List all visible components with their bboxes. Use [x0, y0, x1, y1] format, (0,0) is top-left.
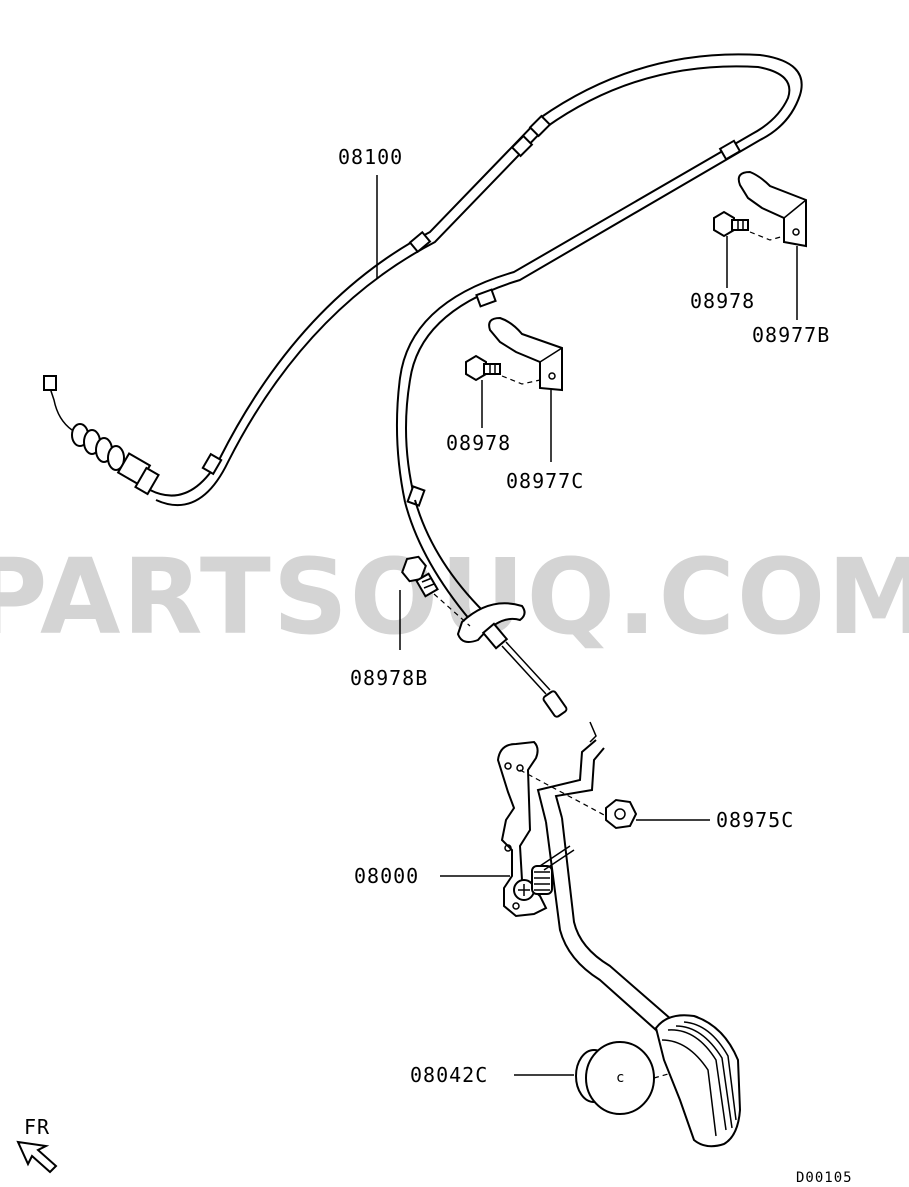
pedal-assembly[interactable] [496, 739, 742, 1148]
label-pedal-stopper: 08042C [410, 1063, 488, 1087]
pedal-stopper[interactable]: c [575, 1041, 655, 1115]
bracket-middle[interactable] [488, 316, 563, 392]
bolt-b[interactable] [400, 553, 439, 598]
watermark: PARTSOUQ.COM [0, 536, 909, 658]
bolt-middle[interactable] [465, 354, 501, 382]
label-bolt-middle: 08978 [446, 431, 511, 455]
nut[interactable] [605, 798, 638, 830]
label-bracket-middle: 08977C [506, 469, 584, 493]
diagram-code: D00105 [796, 1170, 853, 1186]
svg-text:c: c [616, 1070, 625, 1086]
accelerator-cable[interactable] [43, 53, 803, 743]
label-bolt-b: 08978B [350, 666, 428, 690]
label-nut: 08975C [716, 808, 794, 832]
cable-boot-end [43, 375, 160, 496]
label-bolt-upper: 08978 [690, 289, 755, 313]
bolt-upper[interactable] [713, 210, 749, 238]
bracket-upper[interactable] [737, 170, 807, 248]
label-cable: 08100 [338, 145, 403, 169]
label-bracket-upper: 08977B [752, 323, 830, 347]
label-pedal-assembly: 08000 [354, 864, 419, 888]
front-direction-arrow-icon [16, 1140, 58, 1174]
direction-label: FR [24, 1115, 50, 1139]
